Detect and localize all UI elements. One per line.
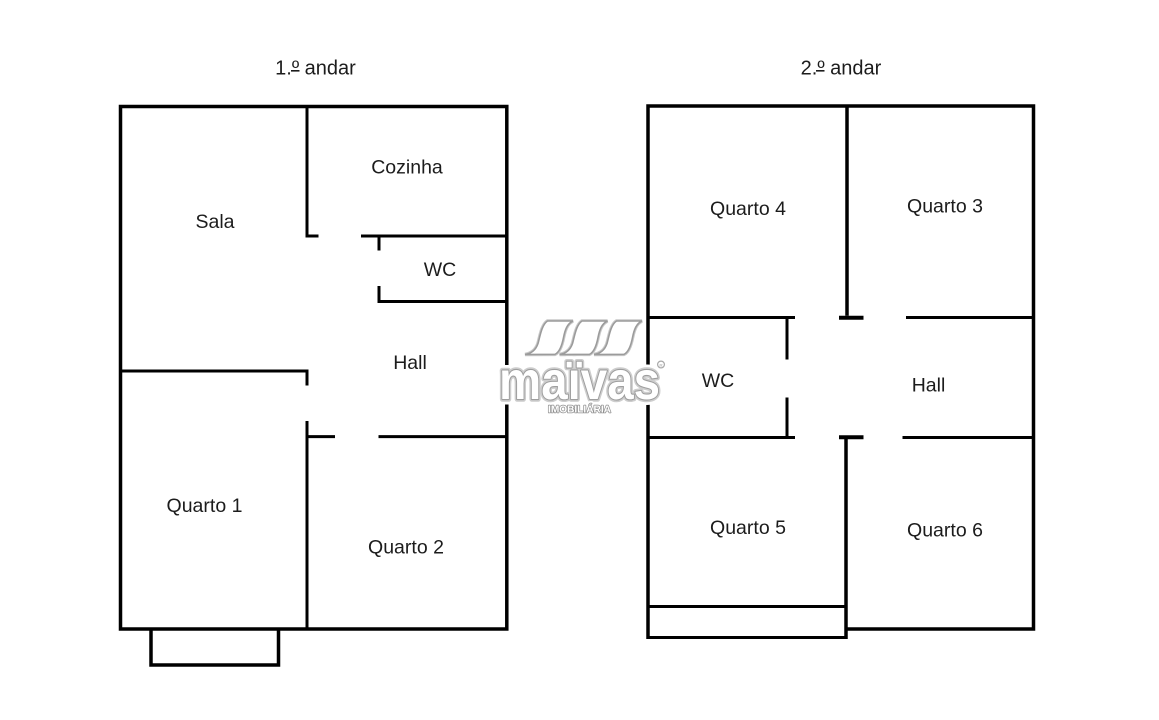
svg-text:1.º andar: 1.º andar [275,57,356,79]
svg-text:Hall: Hall [393,352,427,374]
svg-text:maïvas: maïvas [499,351,660,411]
svg-text:WC: WC [702,370,735,392]
svg-text:Sala: Sala [195,211,234,233]
svg-text:WC: WC [424,259,457,281]
svg-text:Hall: Hall [912,375,946,397]
svg-text:Quarto 6: Quarto 6 [907,520,983,542]
svg-text:Quarto 1: Quarto 1 [167,495,243,517]
svg-text:IMOBILIÁRIA: IMOBILIÁRIA [548,403,611,416]
svg-text:IMOBILIÁRIA: IMOBILIÁRIA [548,403,611,416]
svg-text:Quarto 2: Quarto 2 [368,537,444,559]
svg-text:maïvas: maïvas [499,351,660,411]
svg-text:Cozinha: Cozinha [371,157,443,179]
svg-text:Quarto 5: Quarto 5 [710,517,786,539]
svg-text:R: R [659,363,663,368]
svg-text:Quarto 4: Quarto 4 [710,198,786,220]
svg-text:maïvas: maïvas [499,351,660,411]
svg-text:2.º andar: 2.º andar [801,57,882,79]
svg-text:Quarto 3: Quarto 3 [907,196,983,218]
